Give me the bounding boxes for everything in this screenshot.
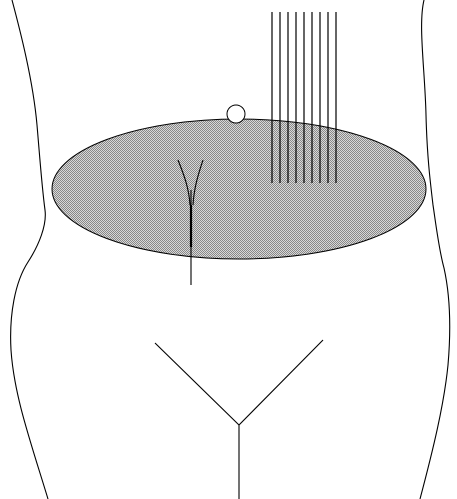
lower-y-left-branch bbox=[155, 343, 239, 425]
shaded-region bbox=[52, 119, 426, 259]
lower-y-shaped-line bbox=[155, 340, 323, 499]
right-torso-edge bbox=[420, 0, 450, 499]
circle-marker bbox=[227, 105, 245, 123]
left-torso-edge bbox=[11, 0, 48, 499]
lower-y-right-branch bbox=[239, 340, 323, 425]
